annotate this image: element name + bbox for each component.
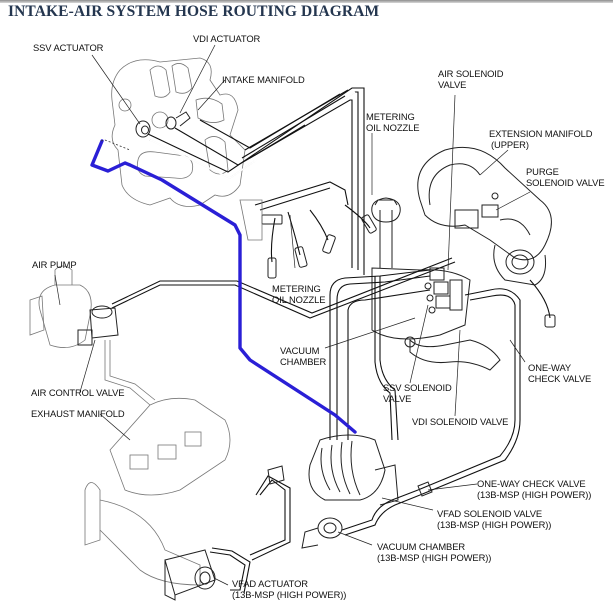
label-line: VFAD SOLENOID VALVE [437,508,543,519]
label-line: VACUUM CHAMBER [377,541,466,552]
label-line: CHAMBER [280,356,327,367]
label-line: VDI SOLENOID VALVE [412,416,509,427]
label-vfad-solenoid-valve: VFAD SOLENOID VALVE(13B-MSP (HIGH POWER)… [437,508,551,530]
label-line: AIR PUMP [32,259,77,270]
top-border [0,0,613,3]
label-line: OIL NOZZLE [272,294,326,305]
highlighted-hose [90,139,357,434]
vfad-actuator-drawing [164,547,251,601]
extension-manifold-drawing [417,146,552,286]
exhaust-manifold-drawing [84,397,231,586]
solenoid-valve-block [424,267,463,314]
vacuum-chamber-drawing [371,197,501,371]
metering-oil-nozzle-tubes [147,87,365,275]
label-line: SSV ACTUATOR [33,42,104,53]
label-line: METERING [272,283,321,294]
label-air-control-valve: AIR CONTROL VALVE [31,387,125,398]
ssv-actuator-drawing [135,120,151,138]
diagram-title: INTAKE-AIR SYSTEM HOSE ROUTING DIAGRAM [8,3,380,20]
label-exhaust-manifold: EXHAUST MANIFOLD [31,408,125,419]
label-line: METERING [366,111,415,122]
label-line: CHECK VALVE [528,373,592,384]
intake-manifold-drawing [111,57,246,207]
label-intake-manifold: INTAKE MANIFOLD [222,74,305,85]
label-line: VALVE [438,79,467,90]
label-line: VALVE [383,393,412,404]
label-line: (13B-MSP (HIGH POWER)) [232,589,347,600]
label-air-pump: AIR PUMP [32,259,77,270]
label-line: VFAD ACTUATOR [232,578,308,589]
label-one-way-check-valve-13b: ONE-WAY CHECK VALVE(13B-MSP (HIGH POWER)… [477,478,591,500]
label-line: INTAKE MANIFOLD [222,74,305,85]
purge-solenoid-valve-drawing [481,192,499,218]
center-hoses [329,269,556,496]
vacuum-chamber-13b-drawing [301,517,343,549]
label-vacuum-chamber-13b: VACUUM CHAMBER(13B-MSP (HIGH POWER)) [377,541,491,563]
dashed-hose [100,139,131,151]
label-line: (UPPER) [491,139,529,150]
label-line: PURGE [526,166,559,177]
intake-chamber-drawing [308,434,399,506]
label-line: SOLENOID VALVE [526,177,605,188]
label-line: ONE-WAY CHECK VALVE [477,478,586,489]
metering-oil-nozzles-lower [239,181,377,279]
label-line: OIL NOZZLE [366,122,420,133]
leader-lines [54,44,531,586]
air-pump-drawing [29,265,92,348]
air-control-valve-drawing [77,305,119,346]
vdi-actuator-drawing [165,111,191,130]
air-hose [104,257,456,406]
label-vdi-actuator: VDI ACTUATOR [193,33,260,44]
label-line: (13B-MSP (HIGH POWER)) [377,552,492,563]
label-line: EXHAUST MANIFOLD [31,408,125,419]
label-line: AIR SOLENOID [438,68,504,79]
label-line: AIR CONTROL VALVE [31,387,125,398]
label-line: VACUUM [280,345,320,356]
label-vdi-solenoid-valve: VDI SOLENOID VALVE [412,416,508,427]
label-vfad-actuator: VFAD ACTUATOR(13B-MSP (HIGH POWER)) [232,578,346,600]
label-line: (13B-MSP (HIGH POWER)) [437,519,552,530]
label-line: EXTENSION MANIFOLD [489,128,593,139]
label-line: ONE-WAY [528,362,572,373]
label-extension-manifold-upper: EXTENSION MANIFOLD(UPPER) [489,128,593,150]
label-line: SSV SOLENOID [383,382,452,393]
label-line: VDI ACTUATOR [193,33,261,44]
label-line: (13B-MSP (HIGH POWER)) [477,489,592,500]
label-ssv-actuator: SSV ACTUATOR [33,42,103,53]
